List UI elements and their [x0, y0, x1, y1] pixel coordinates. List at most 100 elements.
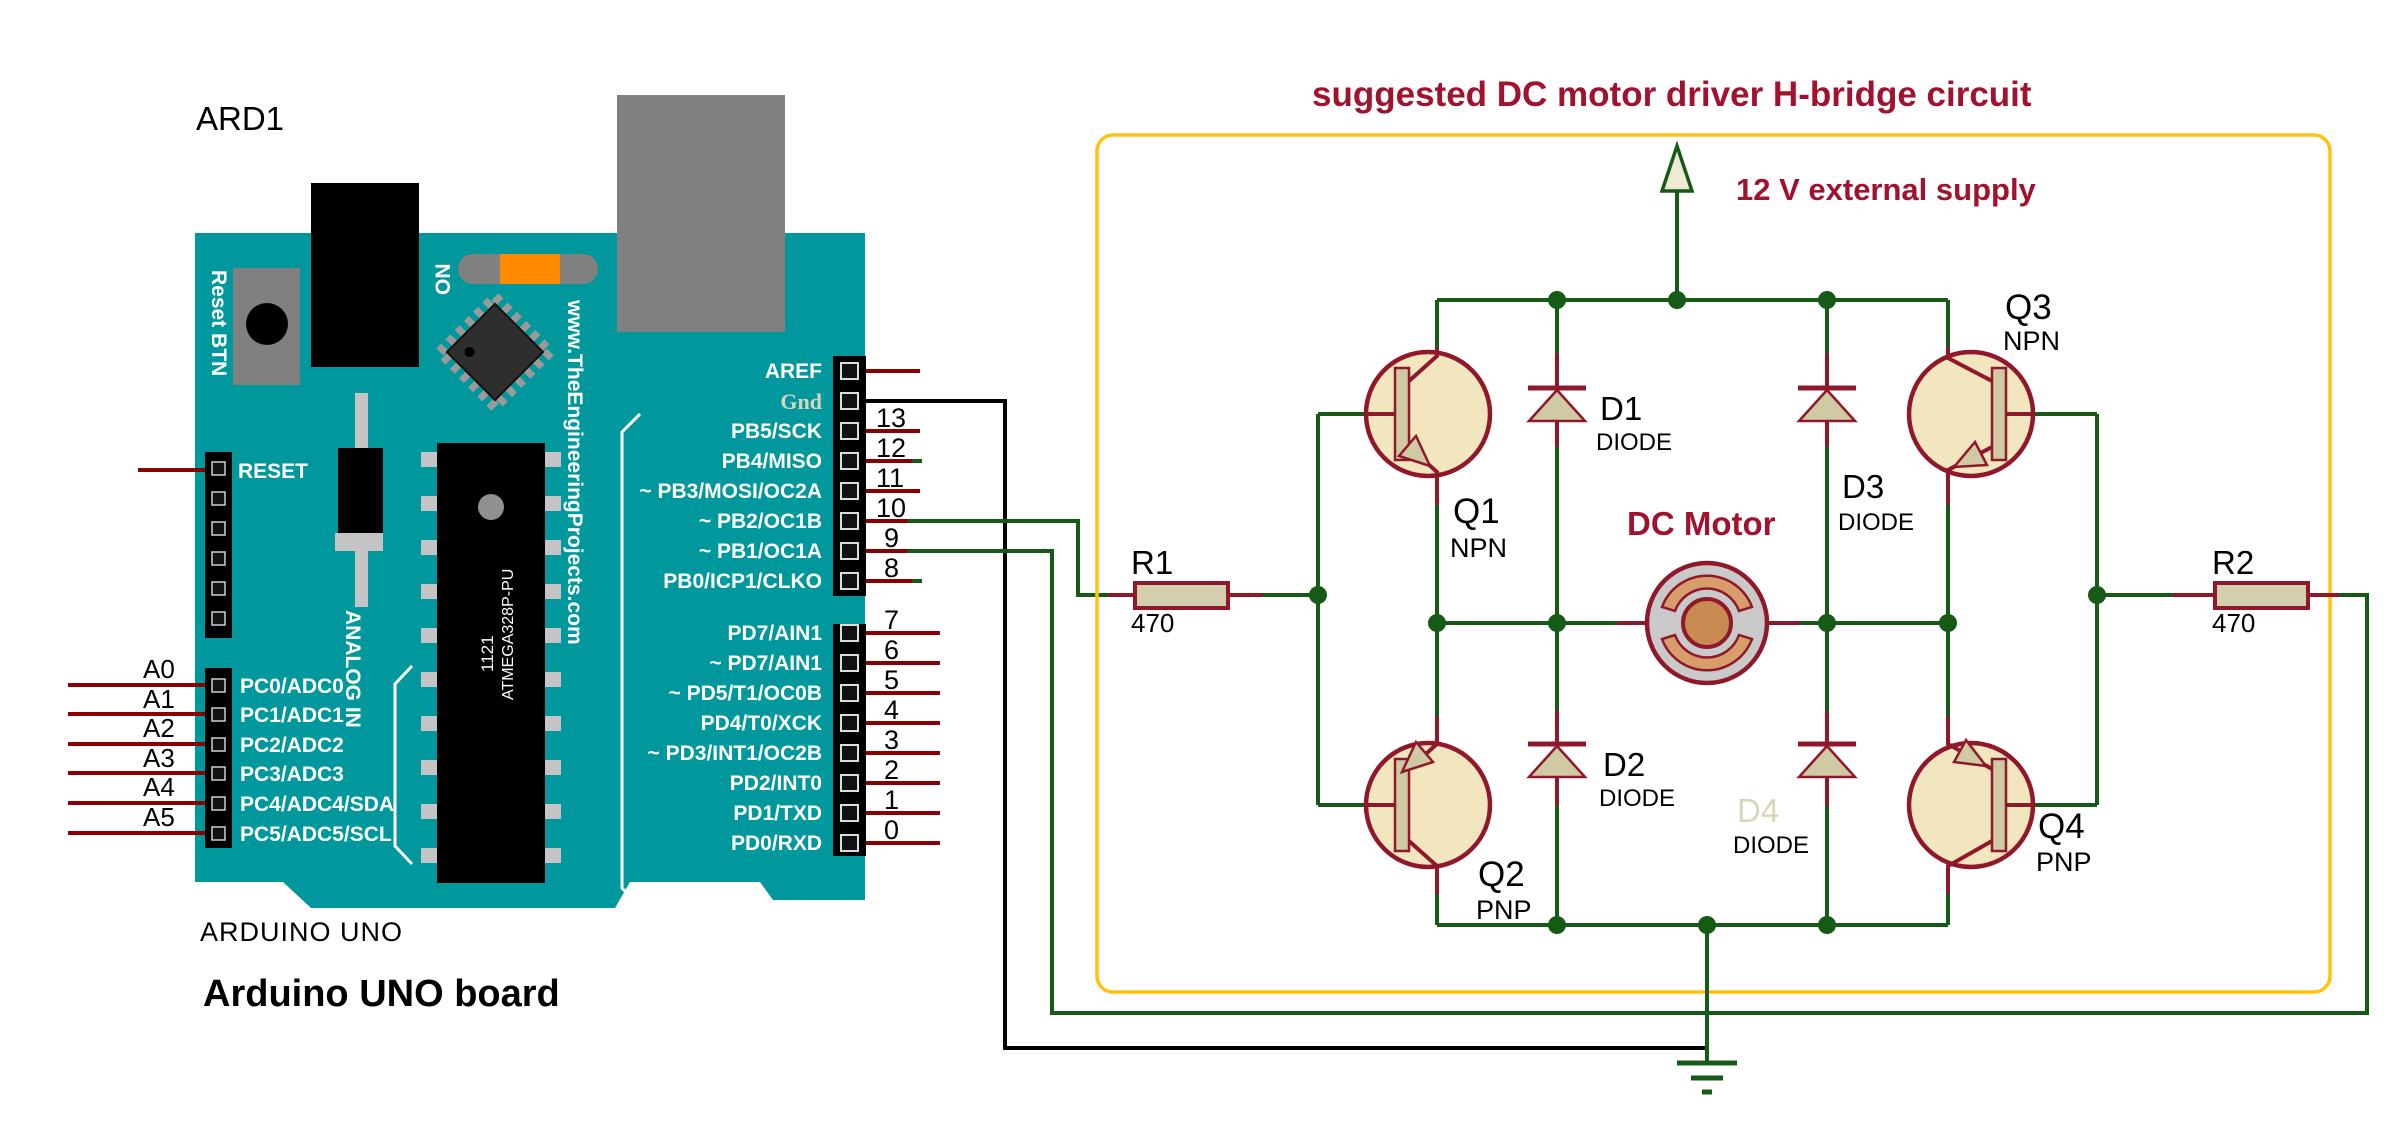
pin11-num: 11 — [876, 463, 904, 493]
regulator-tab — [335, 533, 383, 551]
q2-base-bar — [1393, 757, 1411, 853]
r2-value: 470 — [2212, 608, 2255, 638]
r1-body — [1133, 581, 1230, 610]
q4-emitter-arrow — [1952, 737, 1989, 768]
gnd-label: Gnd — [780, 389, 822, 414]
header-pin — [211, 678, 226, 693]
pb3-label: ~ PB3/MOSI/OC2A — [639, 480, 822, 503]
dc-motor — [1617, 560, 1800, 686]
pd2-label: PD2/INT0 — [730, 772, 822, 795]
usb-connector — [617, 95, 785, 332]
pin0-num: 0 — [884, 815, 899, 845]
regulator-body — [338, 448, 383, 533]
header-pin — [840, 542, 859, 560]
q3-base-bar — [1990, 366, 2008, 462]
supply-label: 12 V external supply — [1736, 172, 2037, 207]
board-caption: Arduino UNO board — [203, 973, 560, 1015]
diode-d1 — [1526, 353, 1588, 447]
a0-label: A0 — [143, 654, 175, 684]
hbridge-boundary-box — [1095, 133, 2332, 994]
header-pin — [840, 392, 859, 410]
header-pin — [840, 452, 859, 470]
pd3-label: ~ PD3/INT1/OC2B — [648, 742, 822, 765]
transistor-q4 — [1906, 716, 2036, 894]
q2-ref: Q2 — [1478, 855, 1525, 894]
pb4-label: PB4/MISO — [722, 450, 822, 473]
reset-pin-label: RESET — [238, 460, 308, 483]
d4-type: DIODE — [1733, 832, 1809, 859]
analog-group-bracket — [393, 664, 414, 866]
header-pin — [211, 737, 226, 752]
header-pin — [840, 572, 859, 590]
q3-type: NPN — [2003, 326, 2060, 356]
resistor-r1 — [1108, 581, 1262, 610]
header-pin — [211, 461, 226, 476]
pin7-num: 7 — [884, 605, 899, 635]
pin1-num: 1 — [884, 785, 899, 815]
arduino-uno-module: ARD1 Reset BTN ON www.TheEngineeringProj… — [68, 95, 866, 1015]
smd-chip-dot — [464, 347, 475, 357]
r1-value: 470 — [1131, 608, 1174, 638]
smd-chip-body — [445, 302, 545, 402]
voltage-regulator — [335, 393, 383, 607]
d3-triangle — [1796, 388, 1858, 423]
motor-label: DC Motor — [1627, 505, 1776, 542]
motor-brush-top — [1660, 574, 1754, 613]
q2-emitter-arrow — [1399, 739, 1436, 775]
header-pin — [840, 744, 859, 762]
header-pin — [840, 624, 859, 642]
diode-d4 — [1796, 711, 1858, 806]
pin10-num: 10 — [876, 493, 906, 523]
board-print: ARDUINO UNO — [200, 917, 403, 947]
d3-type: DIODE — [1838, 509, 1914, 536]
motor-brush-bottom — [1660, 633, 1754, 672]
header-pin — [840, 482, 859, 500]
d1-type: DIODE — [1596, 429, 1672, 456]
d1-ref: D1 — [1600, 390, 1642, 427]
power-switch-slider — [500, 254, 560, 284]
pc4-label: PC4/ADC4/SDA — [240, 793, 394, 816]
hbridge-title: suggested DC motor driver H-bridge circu… — [1312, 75, 2032, 114]
a1-label: A1 — [143, 684, 175, 714]
pin9-to-r2-wire — [908, 549, 2369, 1015]
d2-triangle — [1526, 744, 1588, 779]
r2-ref: R2 — [2212, 544, 2254, 581]
pb1-label: ~ PB1/OC1A — [699, 540, 822, 563]
header-pin — [211, 551, 226, 566]
header-pin — [840, 422, 859, 440]
pin10-to-r1-wire — [908, 519, 1108, 597]
reset-header — [205, 452, 232, 638]
ground-symbol — [1677, 1060, 1737, 1095]
a5-label: A5 — [143, 802, 175, 832]
junction-dot — [1309, 586, 1327, 604]
header-pin — [211, 581, 226, 596]
pin5-num: 5 — [884, 665, 899, 695]
smd-chip — [432, 289, 558, 415]
pin3-num: 3 — [884, 725, 899, 755]
reset-btn-label: Reset BTN — [207, 270, 230, 376]
pc0-label: PC0/ADC0 — [240, 675, 344, 698]
junction-dot — [1818, 614, 1836, 632]
header-pin — [211, 796, 226, 811]
d4-ref: D4 — [1737, 792, 1779, 829]
junction-dot — [1548, 614, 1566, 632]
power-terminal-12v — [1659, 140, 1695, 300]
chip-part-number: ATMEGA328P-PU — [500, 569, 517, 700]
pin4-num: 4 — [884, 695, 899, 725]
header-pin — [840, 512, 859, 530]
regulator-lead-top — [355, 393, 368, 448]
header-pin — [840, 834, 859, 852]
junction-dot — [2088, 586, 2106, 604]
power-jack — [311, 183, 419, 367]
pd5-label: ~ PD5/T1/OC0B — [669, 682, 822, 705]
pc1-label: PC1/ADC1 — [240, 704, 344, 727]
q4-collector-lead — [1946, 839, 1993, 894]
a3-label: A3 — [143, 743, 175, 773]
transistor-q3 — [1906, 347, 2036, 505]
dip-pin1-dot — [478, 494, 504, 520]
analog-in-label: ANALOG IN — [341, 610, 364, 728]
power-arrow-icon — [1659, 140, 1695, 193]
pb0-label: PB0/ICP1/CLKO — [663, 570, 822, 593]
